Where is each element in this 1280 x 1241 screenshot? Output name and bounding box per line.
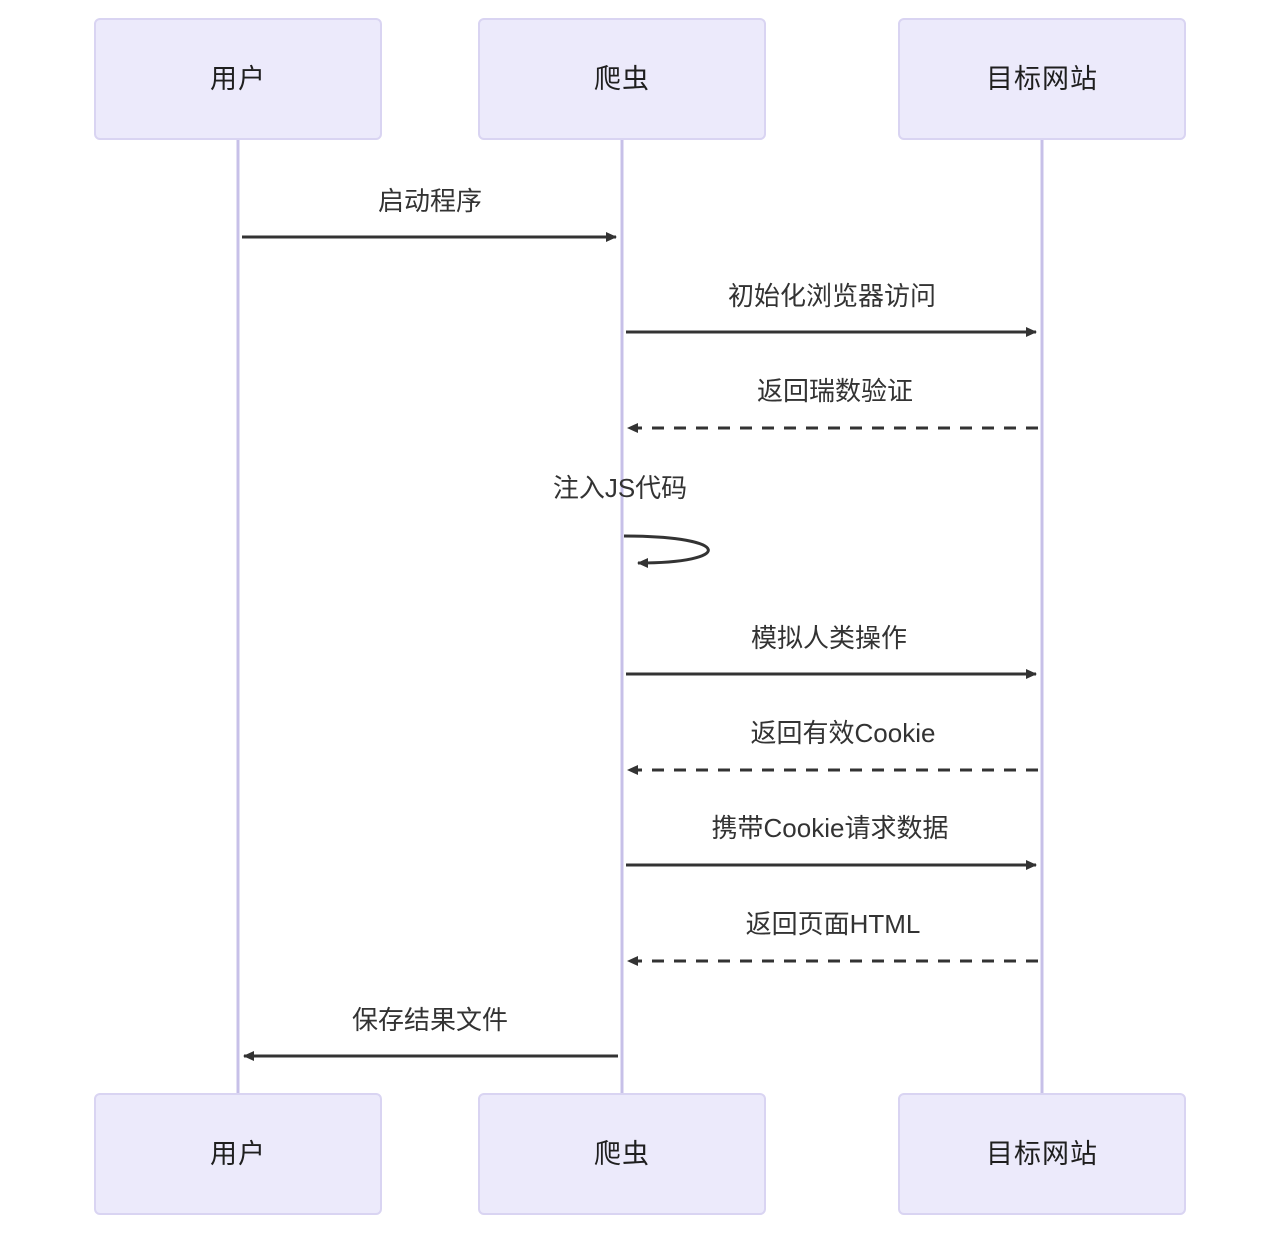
actor-box-website-bottom[interactable]: 目标网站 — [898, 1093, 1186, 1215]
message-arrow-group — [242, 232, 1038, 1061]
message-label-2: 初始化浏览器访问 — [727, 281, 937, 311]
actor-label-crawler: 爬虫 — [594, 63, 650, 94]
message-label-1: 启动程序 — [377, 186, 483, 216]
message-label-5: 模拟人类操作 — [750, 623, 908, 653]
actor-label-website: 目标网站 — [986, 63, 1098, 94]
message-label-4: 注入JS代码 — [552, 473, 688, 503]
message-label-3: 返回瑞数验证 — [756, 376, 914, 406]
message-arrow-self-4 — [623, 534, 710, 568]
actor-box-user-bottom[interactable]: 用户 — [94, 1093, 382, 1215]
actor-label-crawler: 爬虫 — [594, 1138, 650, 1169]
actor-label-user: 用户 — [210, 63, 266, 94]
message-label-9: 保存结果文件 — [351, 1005, 509, 1035]
message-label-7: 携带Cookie请求数据 — [711, 813, 949, 843]
actor-label-user: 用户 — [210, 1138, 266, 1169]
actor-label-website: 目标网站 — [986, 1138, 1098, 1169]
actor-box-crawler-bottom[interactable]: 爬虫 — [478, 1093, 766, 1215]
actor-box-user-top[interactable]: 用户 — [94, 18, 382, 140]
message-label-6: 返回有效Cookie — [750, 718, 936, 748]
actor-box-website-top[interactable]: 目标网站 — [898, 18, 1186, 140]
message-label-8: 返回页面HTML — [745, 909, 921, 939]
lifeline-group — [236, 140, 1044, 1093]
actor-box-crawler-top[interactable]: 爬虫 — [478, 18, 766, 140]
